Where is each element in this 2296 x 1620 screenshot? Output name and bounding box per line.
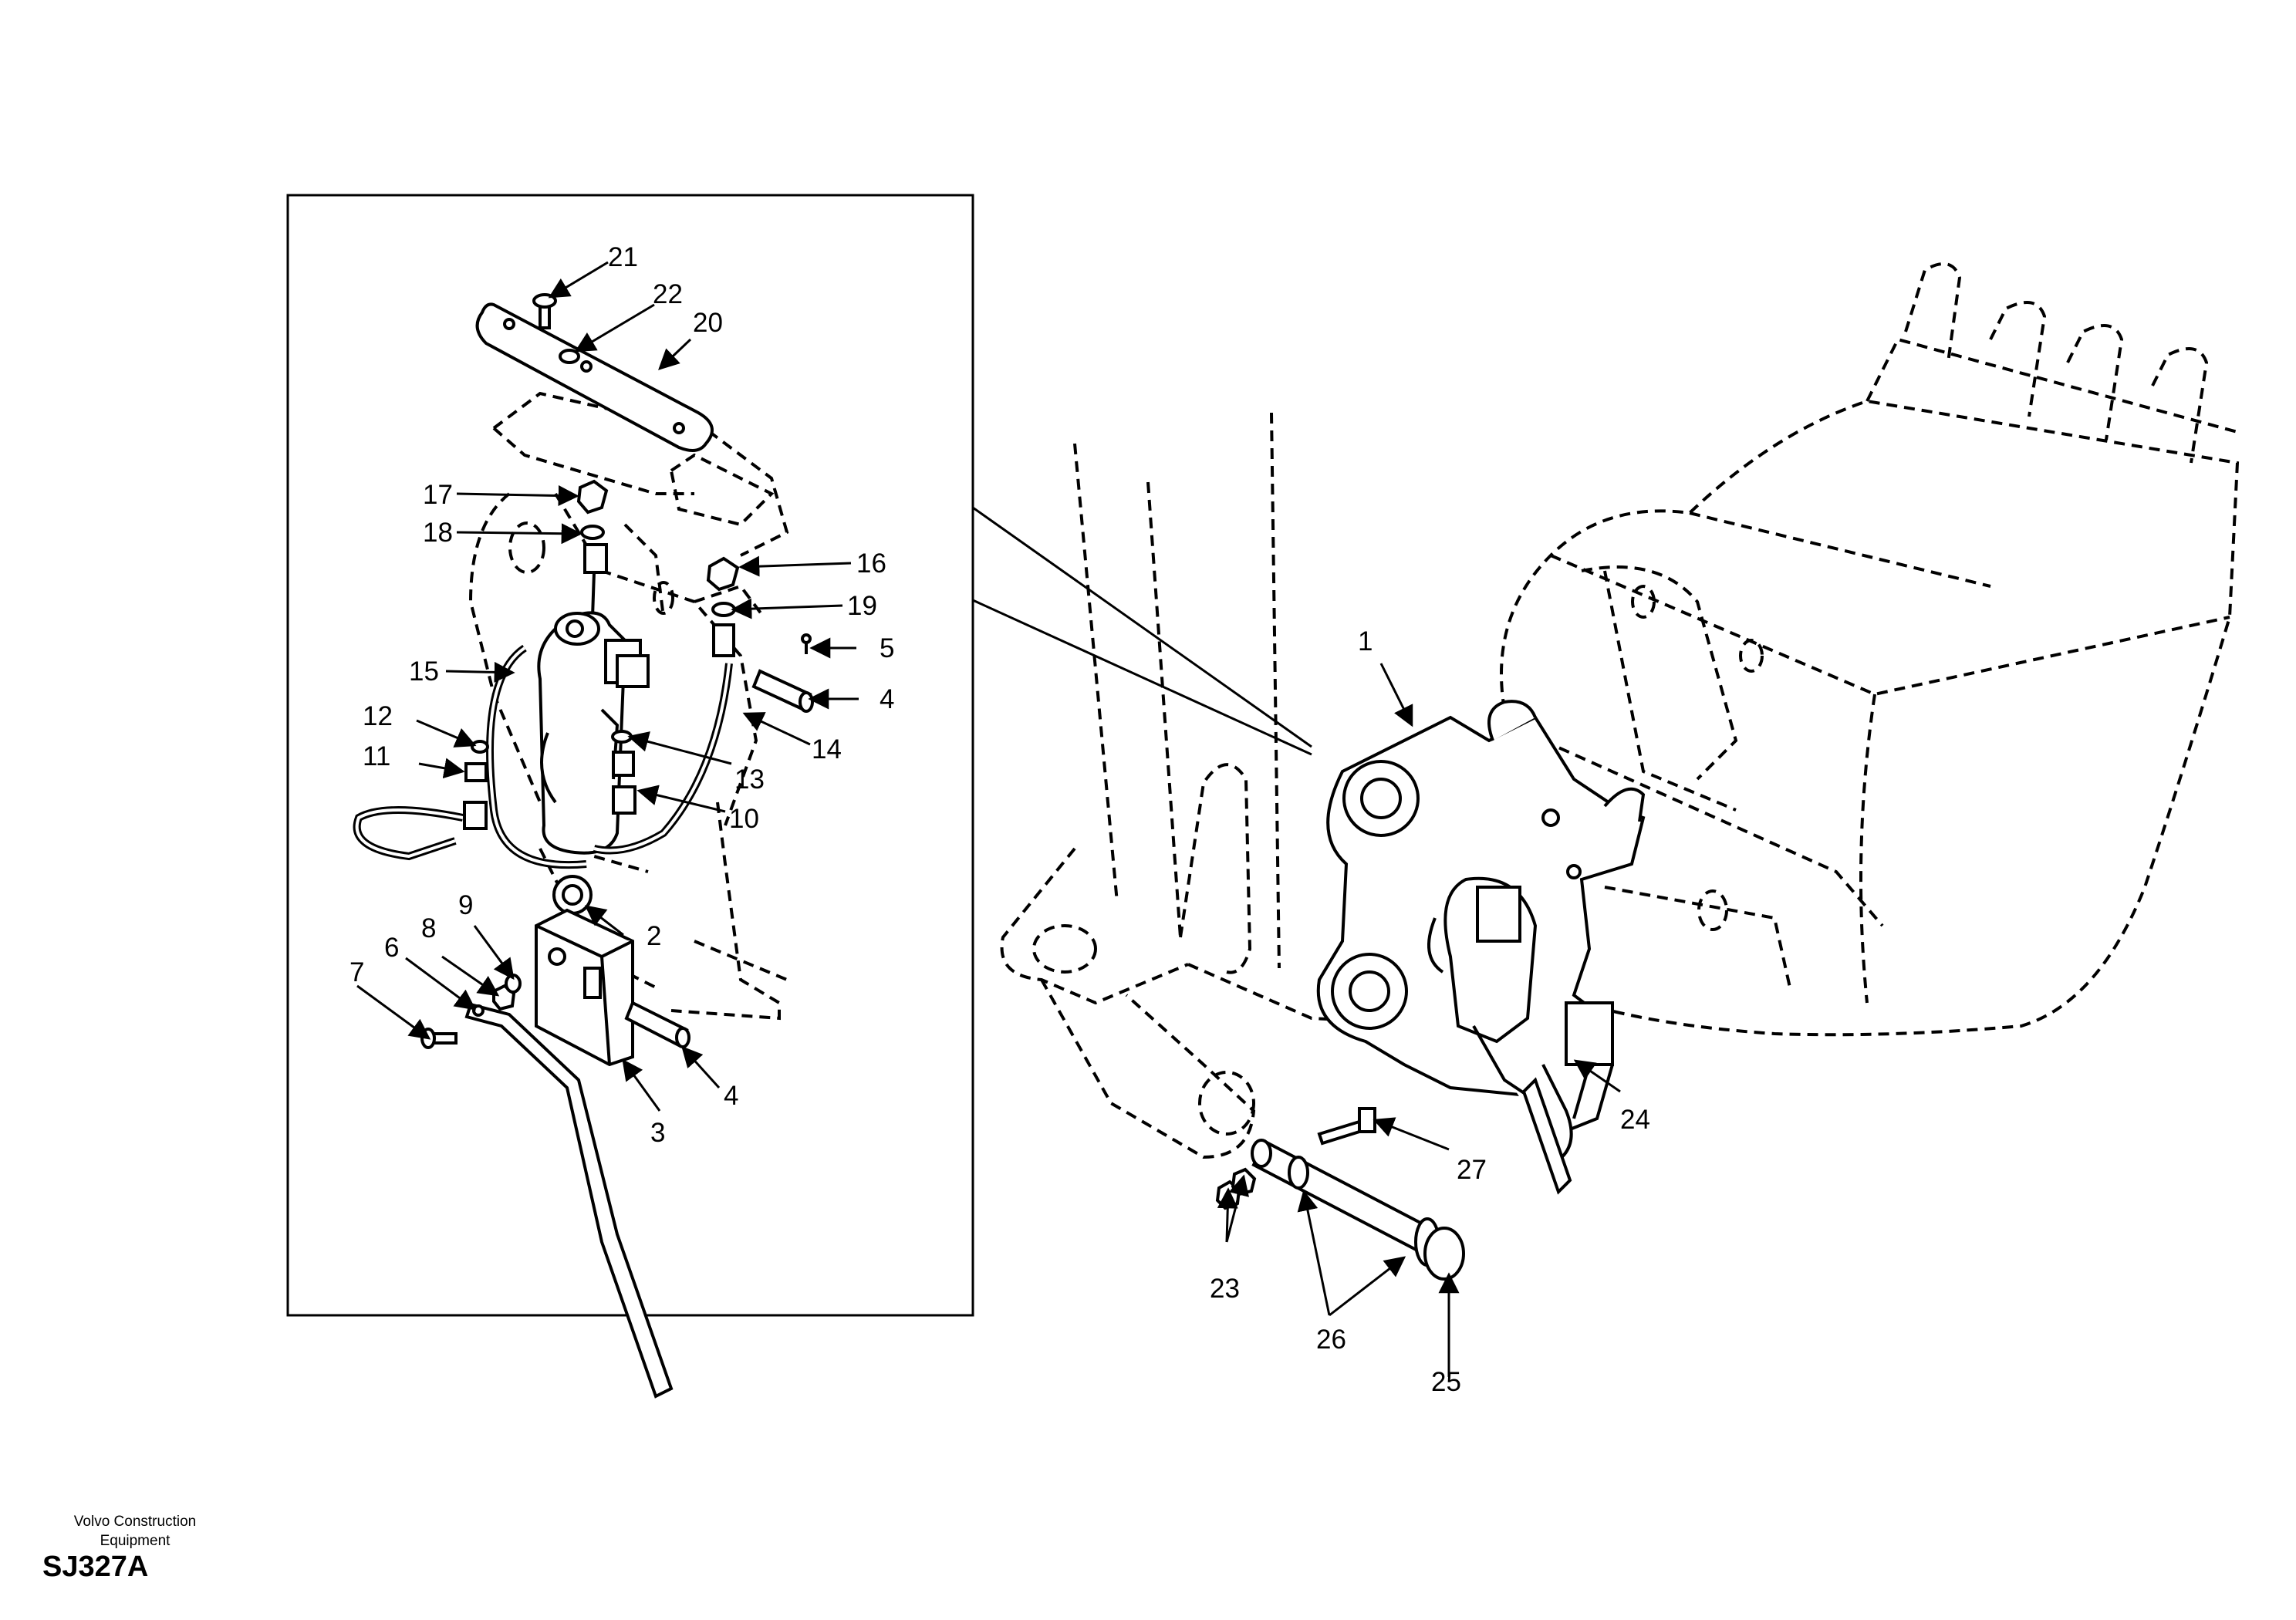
callout-25: 25 bbox=[1431, 1367, 1461, 1397]
callout-4-lower: 4 bbox=[724, 1081, 738, 1111]
callout-8: 8 bbox=[421, 913, 436, 943]
callout-10: 10 bbox=[729, 804, 759, 834]
callout-17: 17 bbox=[423, 480, 453, 510]
quick-coupler-assembly bbox=[1316, 700, 1646, 1195]
callout-5: 5 bbox=[880, 633, 894, 663]
dashed-arm-outline bbox=[1000, 412, 1467, 1159]
brand-line-1: Volvo Construction bbox=[73, 1514, 197, 1530]
callout-18: 18 bbox=[423, 518, 453, 548]
callout-22: 22 bbox=[653, 279, 683, 309]
callout-12: 12 bbox=[363, 701, 393, 731]
callout-9: 9 bbox=[458, 890, 473, 920]
inset-dashed-frame-outline bbox=[468, 391, 789, 1021]
callout-20: 20 bbox=[693, 308, 723, 338]
callout-24: 24 bbox=[1620, 1105, 1650, 1135]
drawing-code: SJ327A bbox=[42, 1551, 149, 1583]
callout-23: 23 bbox=[1210, 1274, 1240, 1304]
main-pin-group bbox=[1215, 1107, 1465, 1281]
callout-1: 1 bbox=[1358, 626, 1373, 656]
callout-14: 14 bbox=[812, 734, 842, 764]
brand-label: Volvo Construction Equipment bbox=[31, 1512, 239, 1551]
callout-3: 3 bbox=[650, 1118, 665, 1148]
callout-11: 11 bbox=[363, 741, 390, 771]
callout-7: 7 bbox=[349, 957, 364, 987]
brand-line-2: Equipment bbox=[100, 1533, 171, 1549]
callout-6: 6 bbox=[384, 933, 399, 963]
callout-13: 13 bbox=[734, 764, 765, 795]
callout-21: 21 bbox=[608, 242, 638, 272]
zoom-connector-lower bbox=[972, 599, 1312, 756]
leader-lines bbox=[356, 261, 1621, 1377]
callout-15: 15 bbox=[409, 656, 439, 687]
inset-detail-parts bbox=[353, 293, 814, 1399]
dashed-bucket-outline bbox=[1500, 262, 2240, 1037]
zoom-connector-upper bbox=[972, 506, 1312, 748]
callout-2: 2 bbox=[647, 921, 661, 951]
callout-27: 27 bbox=[1457, 1155, 1487, 1185]
callout-labels: 1 2 3 4 4 5 6 7 8 9 10 11 12 13 14 15 16… bbox=[349, 242, 1650, 1397]
callout-26: 26 bbox=[1316, 1325, 1346, 1355]
callout-19: 19 bbox=[847, 591, 877, 621]
callout-16: 16 bbox=[856, 548, 886, 579]
callout-4-upper: 4 bbox=[880, 684, 894, 714]
